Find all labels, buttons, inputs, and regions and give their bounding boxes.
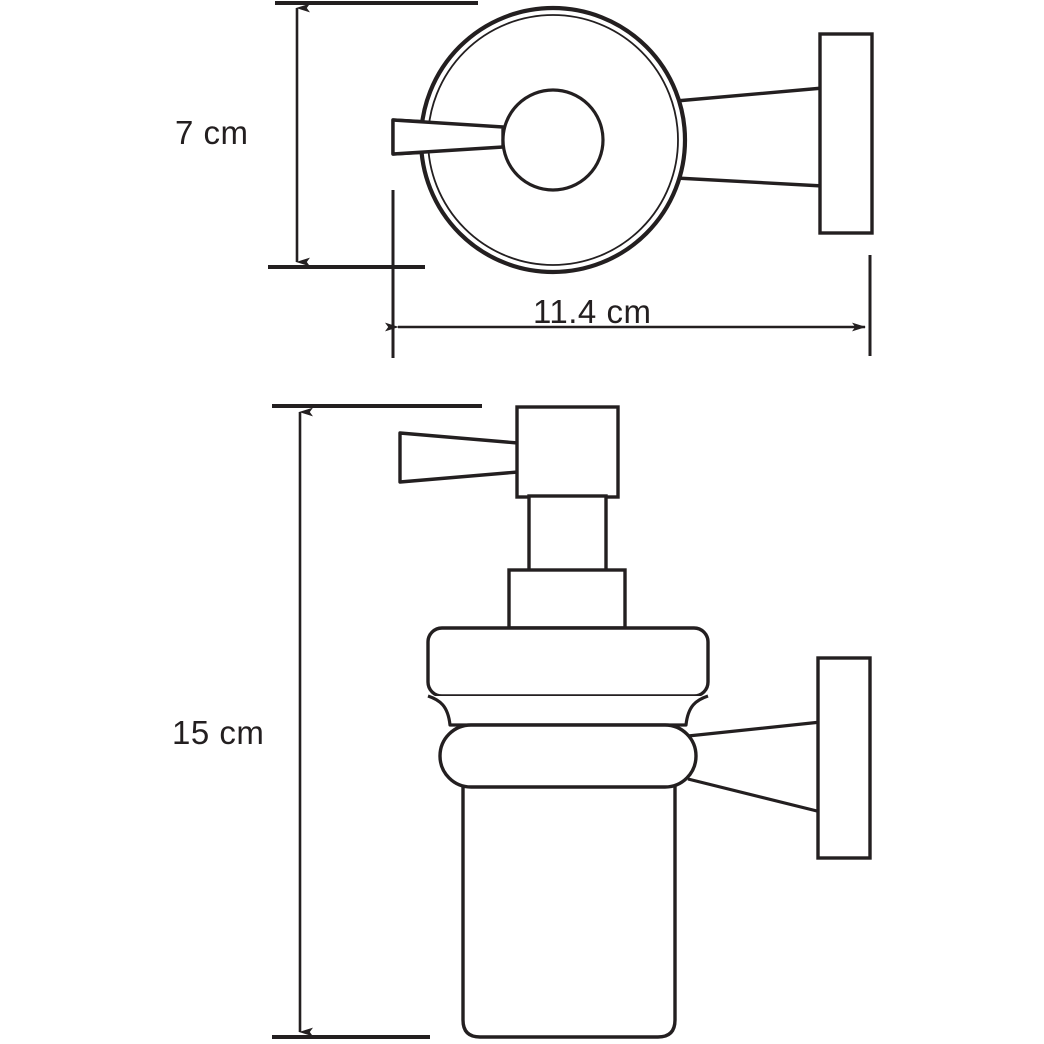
dimension-7cm-group: 7 cm [175,1,478,269]
front-view-pump-head [515,405,620,499]
top-view-spout-overlay [391,118,505,156]
front-view-holder-ring [438,723,698,789]
front-view-spout [398,431,520,484]
front-view-bracket-arm [687,720,823,814]
dimension-7cm-label: 7 cm [175,114,249,151]
top-view-group [391,5,874,275]
front-view-pump-stem [527,494,608,573]
top-view-wall-plate [818,32,874,235]
top-view-bracket-arm [675,86,825,188]
front-view-glass-bottle [461,758,677,1039]
top-view-pump-cap-circle [501,88,605,192]
front-view-bottle-shoulder [427,694,709,727]
dimension-114cm-group: 11.4 cm [385,190,872,358]
front-view-cap-ring [426,626,710,698]
dimension-15cm-group: 15 cm [172,404,482,1039]
front-view-pump-collar [507,568,627,630]
dimension-15cm-label: 15 cm [172,714,264,751]
front-view-wall-plate [816,656,872,860]
dimension-114cm-label: 11.4 cm [533,293,651,330]
front-view-group [398,405,872,1039]
